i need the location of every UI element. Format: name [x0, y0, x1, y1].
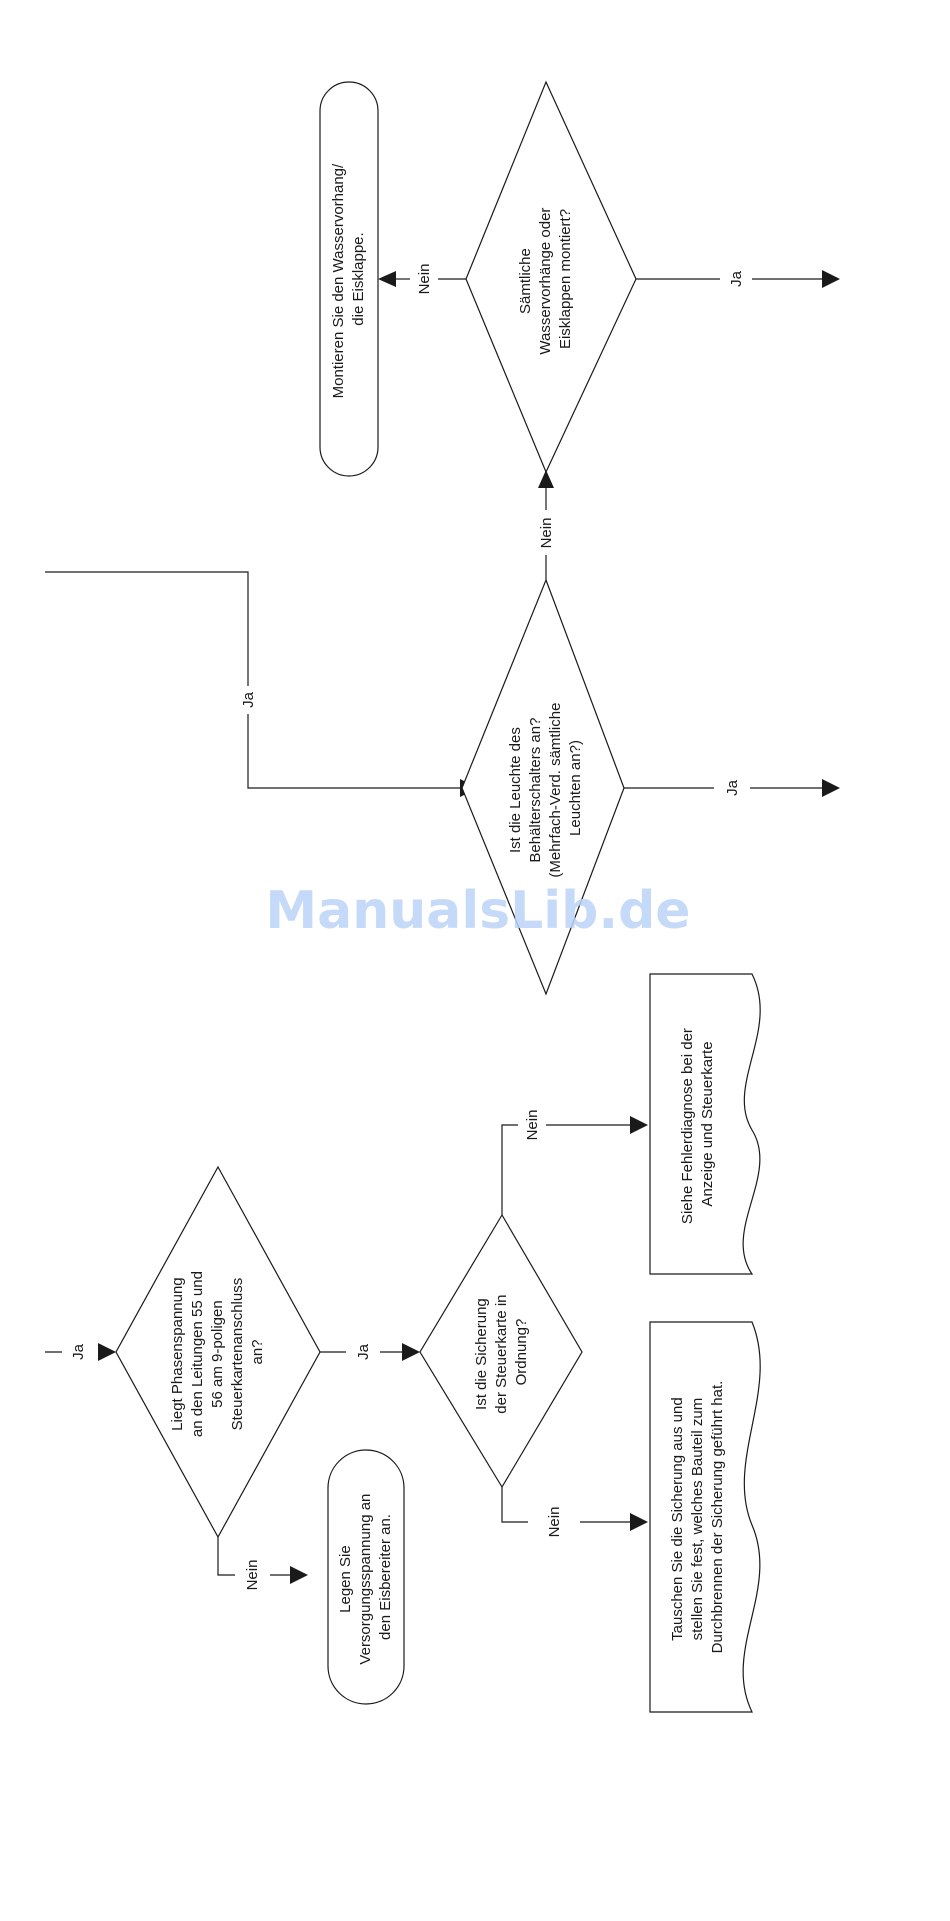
document-replace-fuse-text: Tauschen Sie die Sicherung aus und stell… — [669, 1381, 726, 1654]
action-apply-power — [327, 1449, 405, 1705]
connector-no-line-voltage — [217, 1537, 235, 1576]
decision-fuse-ok — [419, 1213, 583, 1489]
label-no-line-voltage: Nein — [244, 1560, 261, 1591]
connector-yes-to-bin-switch-lower — [247, 714, 462, 789]
document-replace-fuse — [649, 1321, 761, 1713]
label-no-curtains: Nein — [416, 264, 433, 295]
arrow-to-replace-fuse-doc — [630, 1513, 648, 1531]
document-see-diagnosis-text: Siehe Fehlerdiagnose bei der Anzeige und… — [679, 1024, 716, 1224]
decision-all-curtains — [465, 80, 637, 474]
arrow-to-fuse-decision — [402, 1343, 420, 1361]
arrow-to-line-voltage-decision — [98, 1343, 116, 1361]
label-yes-curtains: Ja — [728, 270, 745, 287]
decision-bin-switch-light — [461, 578, 625, 996]
decision-all-curtains-text: Sämtliche Wasservorhänge oder Eisklappen… — [517, 203, 574, 354]
label-yes-fuse: Nein — [546, 1507, 563, 1538]
action-mount-curtain-text: Montieren Sie den Wasservorhang/ die Eis… — [330, 160, 367, 399]
watermark: ManualsLib.de — [265, 881, 690, 941]
label-yes-top-left: Ja — [240, 691, 257, 708]
label-yes-bin-switch: Ja — [724, 779, 741, 796]
label-no-bin-switch: Nein — [538, 518, 555, 549]
action-mount-curtain — [319, 81, 379, 477]
arrow-to-power-action — [290, 1566, 308, 1584]
connector-no-fuse — [501, 1124, 518, 1215]
document-see-diagnosis — [649, 973, 761, 1275]
decision-line-voltage — [115, 1165, 321, 1539]
decision-line-voltage-text: Liegt Phasenspannung an den Leitungen 55… — [169, 1267, 266, 1437]
action-apply-power-text: Legen Sie Versorgungsspannung an den Eis… — [337, 1489, 394, 1664]
connector-yes-fuse — [501, 1487, 528, 1523]
label-yes-to-line-voltage: Ja — [70, 1343, 87, 1360]
decision-fuse-ok-text: Ist die Sicherung der Steuerkarte in Ord… — [473, 1290, 530, 1413]
arrow-out-right-middle — [822, 779, 840, 797]
label-no-fuse: Nein — [524, 1110, 541, 1141]
connectors — [45, 278, 824, 1576]
arrow-to-curtains-decision — [538, 470, 554, 488]
arrow-out-right-top — [822, 270, 840, 288]
arrow-to-diagnosis-doc — [630, 1116, 648, 1134]
decision-bin-switch-light-text: Ist die Leuchte des Behälterschalters an… — [507, 698, 584, 877]
arrow-to-curtain-action — [378, 271, 396, 287]
branch-labels: Nein Ja Nein Ja Ja Ja Ja Nein Nein Nein — [70, 264, 745, 1591]
label-yes-line-voltage: Ja — [355, 1343, 372, 1360]
connector-yes-to-bin-switch — [45, 571, 249, 686]
